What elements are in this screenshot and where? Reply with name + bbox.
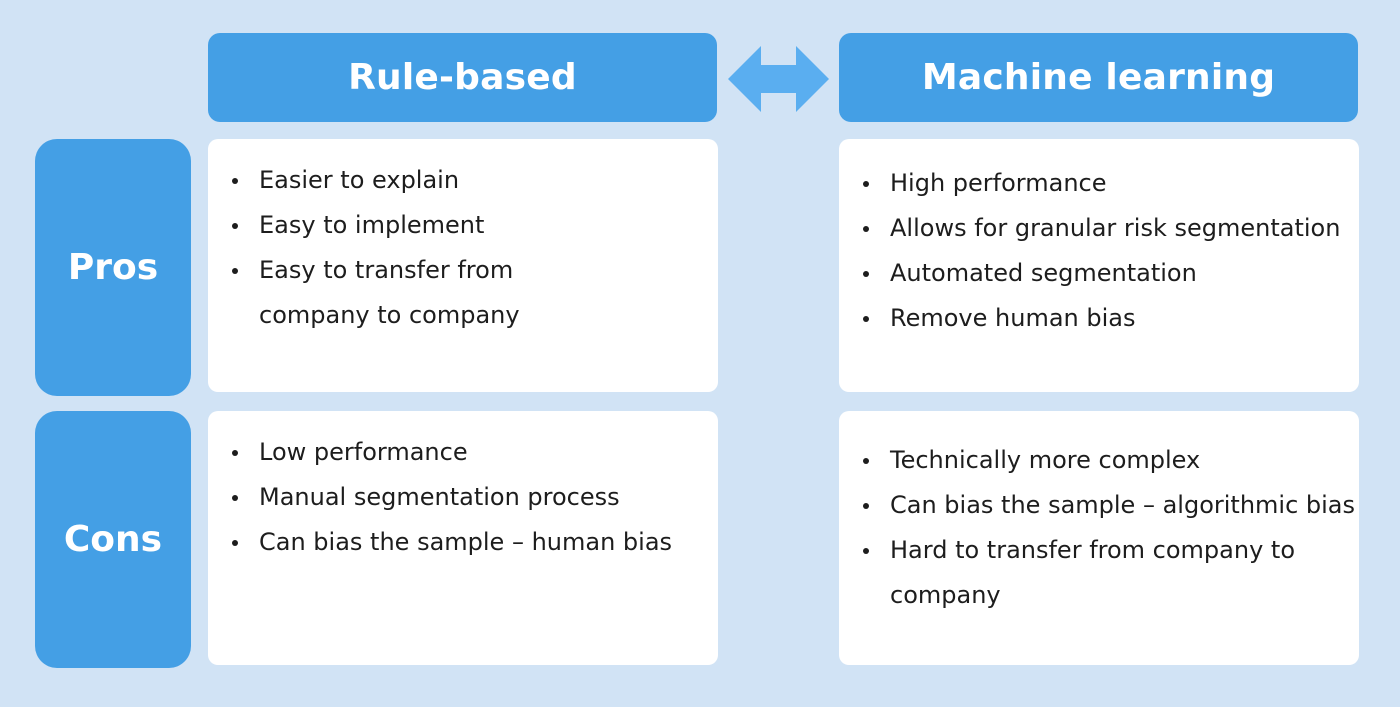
cons-machine-learning-list: Technically more complex Can bias the sa…: [839, 438, 1359, 618]
list-item: Easy to implement: [208, 203, 718, 248]
row-label-cons: Cons: [35, 411, 191, 668]
list-item: Automated segmentation: [839, 251, 1359, 296]
list-item: Manual segmentation process: [208, 475, 718, 520]
cell-pros-rule-based: Easier to explain Easy to implement Easy…: [208, 139, 718, 392]
row-label-pros: Pros: [35, 139, 191, 396]
row-label-cons-text: Cons: [63, 519, 163, 560]
cell-pros-machine-learning: High performance Allows for granular ris…: [839, 139, 1359, 392]
double-headed-arrow-icon: [728, 46, 829, 112]
column-title-rule-based: Rule-based: [348, 57, 577, 98]
list-item: Technically more complex: [839, 438, 1359, 483]
list-item: Easier to explain: [208, 158, 718, 203]
pros-rule-based-list: Easier to explain Easy to implement Easy…: [208, 158, 718, 338]
list-item: Can bias the sample – human bias: [208, 520, 718, 565]
row-label-pros-text: Pros: [67, 247, 159, 288]
list-item: Remove human bias: [839, 296, 1359, 341]
column-header-machine-learning: Machine learning: [839, 33, 1358, 122]
list-item: Easy to transfer from company to company: [208, 248, 718, 338]
column-header-rule-based: Rule-based: [208, 33, 717, 122]
list-item: Low performance: [208, 430, 718, 475]
cons-rule-based-list: Low performance Manual segmentation proc…: [208, 430, 718, 565]
cell-cons-rule-based: Low performance Manual segmentation proc…: [208, 411, 718, 665]
pros-machine-learning-list: High performance Allows for granular ris…: [839, 161, 1359, 341]
list-item: Allows for granular risk segmentation: [839, 206, 1359, 251]
list-item: Can bias the sample – algorithmic bias: [839, 483, 1359, 528]
cell-cons-machine-learning: Technically more complex Can bias the sa…: [839, 411, 1359, 665]
list-item: Hard to transfer from company to company: [839, 528, 1359, 618]
list-item: High performance: [839, 161, 1359, 206]
column-title-machine-learning: Machine learning: [921, 57, 1276, 98]
